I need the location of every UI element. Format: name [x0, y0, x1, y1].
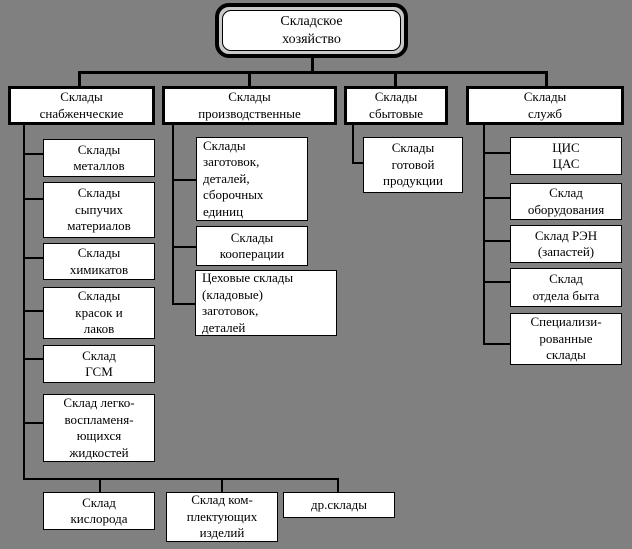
- node-components: Склад ком- плектующих изделий: [166, 492, 278, 542]
- connector-stub-chemicals: [23, 257, 43, 259]
- node-metals: Склады металлов: [43, 139, 155, 177]
- connector-stub-finished-products: [352, 162, 363, 164]
- connector-stub-shop-storerooms: [172, 303, 195, 305]
- connector-drop-components: [221, 478, 223, 493]
- connector-stub-paints: [23, 310, 43, 312]
- connector-drop-sales: [394, 71, 397, 87]
- connector-stub-fuel: [23, 358, 43, 360]
- node-production-warehouses: Склады производственные: [162, 86, 337, 125]
- node-shop-storerooms: Цеховые склады (кладовые) заготовок, дет…: [195, 270, 337, 336]
- connector-stub-ren-spares: [483, 240, 510, 242]
- node-paints-varnishes: Склады красок и лаков: [43, 287, 155, 339]
- node-bulk-materials: Склады сыпучих материалов: [43, 182, 155, 238]
- node-sales-warehouses: Склады сбытовые: [344, 86, 448, 125]
- connector-stub-flammable: [23, 422, 43, 424]
- connector-supply-trunk: [23, 124, 25, 480]
- connector-drop-services: [545, 71, 548, 87]
- connector-drop-supply: [78, 71, 81, 87]
- connector-root-trunk: [311, 56, 314, 72]
- node-cis-cas: ЦИС ЦАС: [510, 137, 622, 175]
- connector-drop-other: [337, 478, 339, 493]
- node-cooperation: Склады кооперации: [196, 226, 308, 266]
- connector-stub-equipment: [483, 197, 510, 199]
- connector-stub-household: [483, 281, 510, 283]
- connector-services-trunk: [483, 124, 485, 345]
- node-warehouse-management: Складское хозяйство: [215, 3, 408, 58]
- node-ren-spares: Склад РЭН (запастей): [510, 225, 622, 263]
- connector-stub-metals: [23, 153, 43, 155]
- connector-drop-production: [248, 71, 251, 87]
- connector-sales-trunk: [352, 124, 354, 164]
- connector-stub-blanks: [172, 179, 196, 181]
- connector-stub-cis-cas: [483, 152, 510, 154]
- node-household-dept: Склад отдела быта: [510, 268, 622, 307]
- node-equipment: Склад оборудования: [510, 183, 622, 220]
- connector-bottom-distributor: [23, 478, 339, 480]
- node-fuel-lubricants: Склад ГСМ: [43, 345, 155, 383]
- node-specialized: Специализи- рованные склады: [510, 313, 622, 365]
- connector-level2-distributor: [78, 71, 548, 74]
- node-finished-products: Склады готовой продукции: [363, 137, 463, 193]
- connector-stub-specialized: [483, 343, 510, 345]
- node-blanks-parts-units: Склады заготовок, деталей, сборочных еди…: [196, 137, 308, 221]
- connector-stub-cooperation: [172, 246, 196, 248]
- node-services-warehouses: Склады служб: [466, 86, 624, 125]
- node-oxygen: Склад кислорода: [43, 492, 155, 530]
- node-chemicals: Склады химикатов: [43, 243, 155, 280]
- connector-drop-oxygen: [99, 478, 101, 493]
- connector-production-trunk: [172, 124, 174, 305]
- connector-stub-bulk-materials: [23, 198, 43, 200]
- node-supply-warehouses: Склады снабженческие: [8, 86, 155, 125]
- node-other-warehouses: др.склады: [283, 492, 395, 518]
- node-flammable-liquids: Склад легко- воспламеня- ющихся жидкосте…: [43, 394, 155, 462]
- node-warehouse-management-label: Складское хозяйство: [222, 10, 401, 51]
